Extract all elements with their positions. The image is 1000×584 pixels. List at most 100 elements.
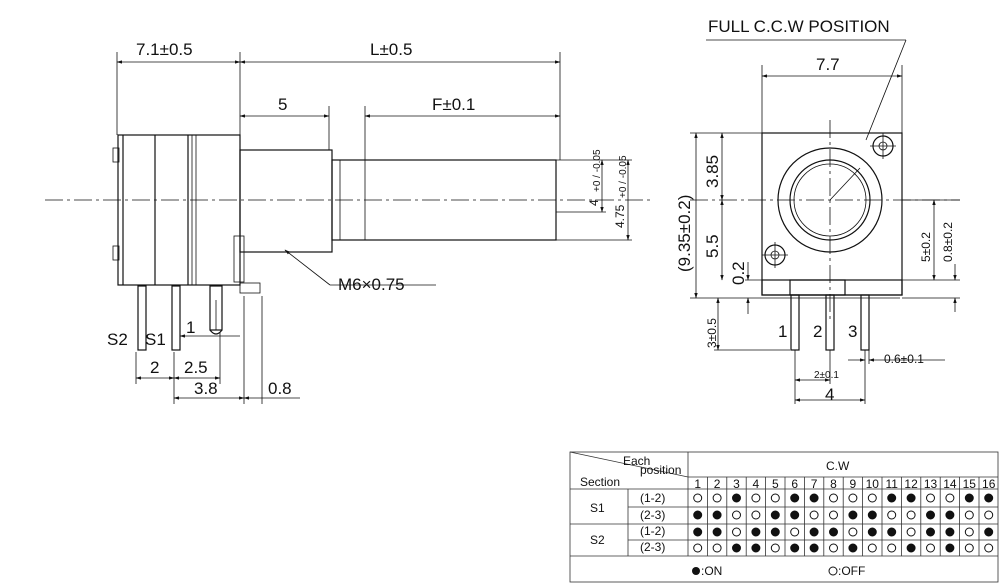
dim-5-0-2: 5±0.2	[919, 232, 933, 262]
off-dot	[926, 543, 935, 553]
on-dot	[887, 527, 897, 537]
off-dot	[867, 543, 877, 553]
off-dot	[790, 527, 800, 537]
on-dot	[770, 527, 780, 537]
legend-on: :ON	[701, 564, 722, 578]
dim-shaft-tolerance: +0 / -0.05	[618, 155, 629, 198]
on-dot	[984, 493, 994, 503]
position-header-13: 13	[924, 477, 938, 491]
header-each: Each	[623, 454, 650, 468]
position-header-14: 14	[943, 477, 957, 491]
off-dot	[712, 543, 722, 553]
dim-front-width: 7.7	[816, 55, 840, 74]
front-body-outline	[761, 132, 903, 296]
on-dot	[848, 543, 858, 553]
on-dot	[790, 493, 800, 503]
off-dot	[887, 543, 897, 553]
on-dot	[732, 543, 741, 553]
dim-flat-tolerance: +0 / -0.05	[592, 149, 603, 192]
dim-0-2: 0.2	[729, 261, 748, 285]
front-view: FULL C.C.W POSITION 1 2 3	[675, 17, 960, 404]
position-header-12: 12	[904, 477, 918, 491]
position-header-11: 11	[885, 477, 898, 491]
on-dot	[829, 527, 838, 537]
side-view: 7.1±0.5 L±0.5 5 F±0.1 4 +0 / -0.05 4.75 …	[45, 40, 650, 404]
on-dot	[770, 510, 780, 520]
on-dot	[848, 510, 858, 520]
off-dot	[829, 543, 838, 553]
row-s2-23-contact: (2-3)	[640, 540, 665, 554]
row-s1-23-contact: (2-3)	[640, 508, 665, 522]
on-dot	[790, 543, 800, 553]
off-dot	[770, 493, 780, 503]
row-s2-label: S2	[590, 533, 605, 547]
switch-s2-label: S2	[107, 330, 128, 349]
dim-front-height: (9.35±0.2)	[675, 195, 694, 272]
off-dot	[829, 493, 838, 503]
on-dot	[809, 527, 819, 537]
dim-2-5: 2.5	[184, 358, 208, 377]
position-header-1: 1	[694, 477, 701, 491]
off-dot	[693, 493, 703, 503]
off-dot	[732, 510, 741, 520]
legend-on-dot	[692, 567, 700, 575]
row-s1-label: S1	[590, 501, 605, 515]
position-header-3: 3	[733, 477, 740, 491]
front-view-title: FULL C.C.W POSITION	[708, 17, 890, 36]
off-dot	[809, 510, 819, 520]
pin-2-label: 2	[813, 322, 822, 341]
dim-3-8: 3.8	[194, 379, 218, 398]
dim-length: L±0.5	[370, 40, 412, 59]
switch-s1-label: S1	[145, 330, 166, 349]
dim-2: 2	[150, 358, 159, 377]
terminal-pins	[137, 285, 223, 351]
dim-3-85: 3.85	[703, 155, 722, 188]
on-dot	[751, 527, 761, 537]
on-dot	[693, 527, 703, 537]
pin-3-label: 3	[848, 322, 857, 341]
off-dot	[906, 527, 916, 537]
position-header-15: 15	[963, 477, 977, 491]
row-s1-12-contact: (1-2)	[640, 491, 665, 505]
off-dot	[693, 543, 703, 553]
position-header-9: 9	[850, 477, 857, 491]
legend-off: :OFF	[838, 564, 865, 578]
dim-flat-length: F±0.1	[432, 95, 475, 114]
body-outline	[117, 134, 241, 286]
off-dot	[984, 543, 994, 553]
position-header-16: 16	[982, 477, 996, 491]
on-dot	[809, 493, 819, 503]
on-dot	[906, 543, 916, 553]
thread-label: M6×0.75	[338, 275, 405, 294]
on-dot	[712, 510, 722, 520]
dim-flat-height: 4	[587, 199, 601, 206]
on-dot	[809, 543, 819, 553]
dim-3-0-5: 3±0.5	[705, 318, 719, 348]
position-header-5: 5	[772, 477, 779, 491]
off-dot	[732, 527, 741, 537]
dim-4: 4	[825, 385, 834, 404]
off-dot	[984, 510, 994, 520]
position-header-6: 6	[791, 477, 798, 491]
off-dot	[964, 543, 974, 553]
dim-0-8-0-2: 0.8±0.2	[941, 222, 955, 262]
on-dot	[984, 527, 994, 537]
legend-off-dot	[828, 566, 838, 576]
header-position: position	[640, 463, 681, 477]
position-header-10: 10	[866, 477, 880, 491]
dim-thread-length: 5	[278, 95, 287, 114]
off-dot	[887, 510, 897, 520]
on-dot	[945, 527, 955, 537]
dim-pin-offset: 1	[186, 318, 195, 337]
on-dot	[712, 527, 722, 537]
off-dot	[906, 510, 916, 520]
header-section: Section	[580, 475, 620, 489]
on-dot	[945, 543, 955, 553]
dim-0-8: 0.8	[268, 379, 292, 398]
on-dot	[906, 493, 916, 503]
pin-1-label: 1	[778, 322, 787, 341]
off-dot	[926, 493, 935, 503]
row-s2-12-contact: (1-2)	[640, 524, 665, 538]
